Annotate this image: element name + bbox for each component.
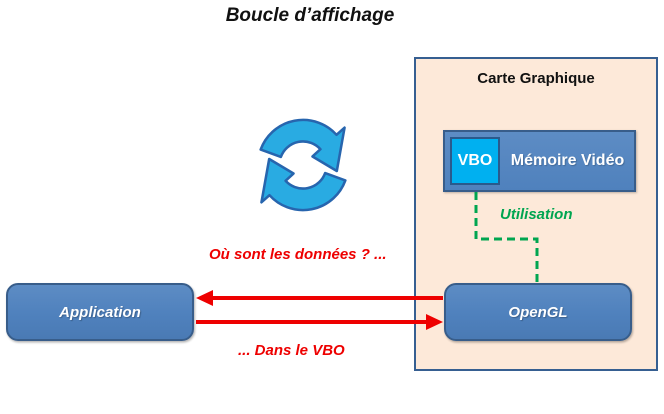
usage-label: Utilisation	[500, 206, 573, 223]
page-title: Boucle d’affichage	[225, 5, 395, 26]
answer-label: ... Dans le VBO	[238, 342, 345, 359]
video-memory-label: Mémoire Vidéo	[510, 152, 625, 169]
graphics-card-label: Carte Graphique	[477, 70, 595, 87]
sync-loop-icon	[254, 116, 352, 214]
application-node: Application	[6, 283, 194, 341]
vbo-box: VBO	[450, 137, 500, 185]
arrow-answer-right	[196, 314, 443, 330]
opengl-node: OpenGL	[444, 283, 632, 341]
video-memory-box: VBO Mémoire Vidéo	[443, 130, 636, 192]
question-label: Où sont les données ? ...	[209, 246, 387, 263]
sync-loop-icon-svg	[259, 118, 347, 212]
arrow-question-left	[196, 290, 443, 306]
